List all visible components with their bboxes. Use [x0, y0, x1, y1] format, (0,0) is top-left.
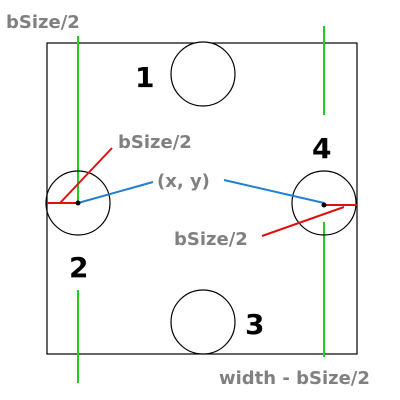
center-dot-left — [75, 200, 81, 206]
ball-4 — [291, 170, 357, 236]
position-line-right — [223, 179, 325, 204]
ball-number-1: 1 — [135, 61, 154, 94]
label-inner-right: bSize/2 — [174, 229, 248, 250]
ball-number-4: 4 — [312, 132, 331, 165]
label-inner-left: bSize/2 — [118, 132, 192, 153]
ball-3 — [170, 289, 236, 355]
label-center-position: (x, y) — [157, 171, 210, 192]
ball-1 — [170, 41, 236, 107]
center-dot-right — [321, 202, 327, 208]
label-bottom-right: width - bSize/2 — [219, 368, 370, 389]
label-top-left: bSize/2 — [6, 12, 80, 33]
position-line-left — [77, 181, 154, 204]
ball-number-3: 3 — [245, 308, 264, 341]
radius-line-left-diagonal — [59, 147, 113, 204]
ball-2 — [45, 170, 111, 236]
ball-number-2: 2 — [69, 251, 88, 284]
radius-line-right-diagonal — [261, 206, 345, 237]
